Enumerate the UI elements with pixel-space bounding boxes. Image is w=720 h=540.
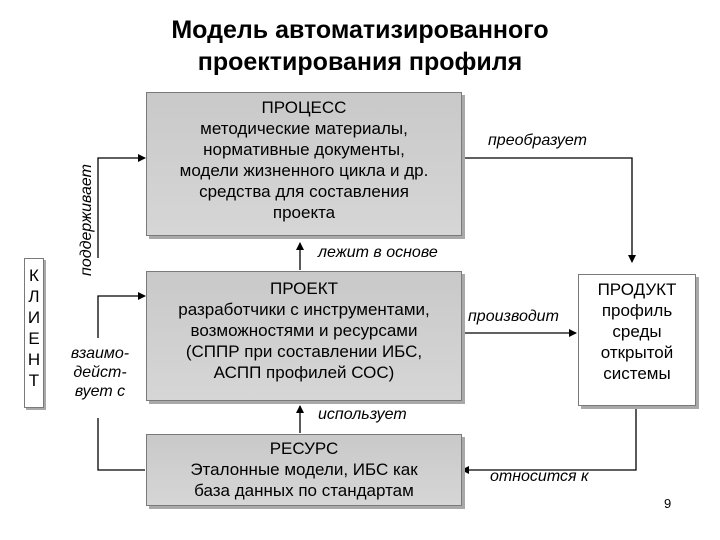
process-line: средства для составления (199, 182, 409, 201)
connector-interacts (97, 292, 146, 338)
resource-line: база данных по стандартам (194, 481, 414, 500)
page-title: Модель автоматизированного проектировани… (0, 14, 720, 78)
label-supports: поддерживает (78, 164, 95, 276)
client-letter: Л (28, 287, 40, 306)
process-box: ПРОЦЕСС методические материалы, норматив… (146, 92, 462, 236)
process-line: нормативные документы, (203, 140, 405, 159)
product-line: системы (603, 364, 671, 383)
connector-transforms (462, 157, 636, 263)
label-transforms: преобразует (488, 132, 587, 149)
client-letter: Е (28, 329, 40, 348)
project-line: (СППР при составлении ИБС, (185, 342, 423, 361)
resource-box: РЕСУРС Эталонные модели, ИБС как база да… (146, 434, 462, 506)
project-box: ПРОЕКТ разработчики с инструментами, воз… (146, 271, 462, 401)
process-line: методические материалы, (200, 119, 408, 138)
process-line: модели жизненного цикла и др. (179, 161, 429, 180)
label-produces: производит (468, 308, 559, 325)
product-heading: ПРОДУКТ (597, 280, 677, 299)
client-box: К Л И Е Н Т (24, 258, 44, 408)
client-letter: И (27, 308, 41, 327)
product-line: профиль (601, 301, 673, 320)
label-basis: лежит в основе (318, 244, 438, 261)
title-line-1: Модель автоматизированного (171, 16, 549, 44)
client-letter: Т (28, 371, 40, 390)
product-box: ПРОДУКТ профиль среды открытой системы (578, 274, 696, 406)
interacts-line: дейст- (73, 364, 127, 381)
project-line: разработчики с инструментами, (178, 300, 430, 319)
product-line: открытой (600, 343, 674, 362)
connector-relates (461, 408, 637, 474)
project-line: возможностями и ресурсами (190, 321, 418, 340)
label-interacts: взаимо- дейст- вует с (60, 344, 140, 401)
interacts-line: вует с (74, 383, 126, 400)
label-relates: относится к (490, 468, 589, 485)
project-heading: ПРОЕКТ (269, 279, 339, 298)
process-line: проекта (272, 203, 336, 222)
process-heading: ПРОЦЕСС (261, 98, 347, 117)
resource-line: Эталонные модели, ИБС как (190, 460, 418, 479)
client-letter: Н (27, 350, 41, 369)
label-uses: использует (318, 406, 407, 423)
interacts-line: взаимо- (70, 345, 130, 362)
title-line-2: проектирования профиля (197, 48, 523, 76)
project-line: АСПП профилей СОС) (213, 363, 395, 382)
page-number: 9 (664, 496, 672, 511)
product-line: среды (612, 322, 662, 341)
client-letter: К (29, 266, 39, 285)
connector-supports (97, 154, 146, 258)
resource-heading: РЕСУРС (269, 439, 339, 458)
connector-resource-client (97, 418, 145, 471)
